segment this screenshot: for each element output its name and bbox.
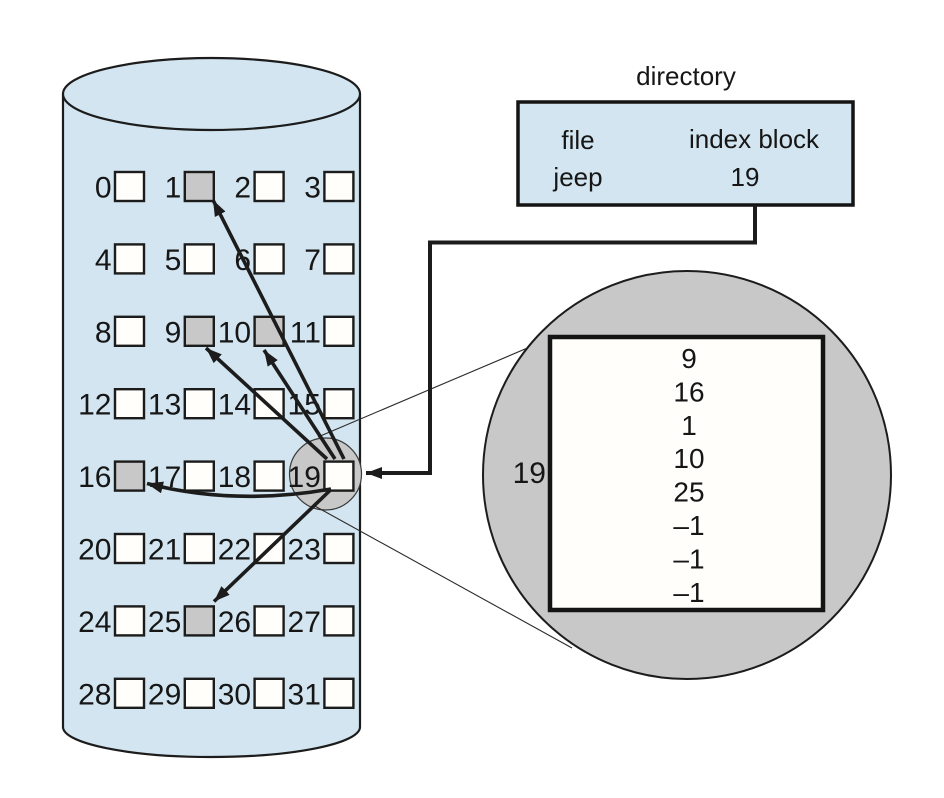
index-entry-0: 9 — [681, 343, 697, 374]
disk-block-7 — [323, 243, 355, 275]
pointer-arrows — [146, 199, 346, 603]
disk-block-number-11: 11 — [290, 316, 321, 349]
disk-block-5 — [183, 243, 216, 275]
disk-block-8 — [113, 315, 146, 347]
magnifier-tangent-line-top — [317, 337, 552, 438]
arrow-19-to-25 — [212, 488, 333, 603]
disk-block-3 — [323, 170, 355, 203]
disk-block-number-21: 21 — [148, 534, 181, 567]
disk-block-number-14: 14 — [218, 389, 251, 422]
cylinder-top — [61, 56, 362, 132]
disk-block-18 — [253, 460, 285, 492]
index-entry-6: –1 — [673, 543, 704, 574]
disk-block-number-29: 29 — [148, 678, 181, 711]
disk-block-20 — [113, 532, 146, 565]
index-block-square — [547, 334, 826, 613]
disk-block-number-5: 5 — [165, 244, 182, 277]
directory-to-block19-connector — [366, 205, 757, 479]
disk-block-11 — [323, 315, 355, 347]
disk-block-number-2: 2 — [234, 172, 251, 205]
disk-block-9 — [183, 315, 216, 347]
disk-block-number-9: 9 — [165, 316, 182, 349]
directory-file-name: jeep — [552, 162, 602, 192]
directory-col-index-block: index block — [689, 124, 820, 154]
magnifier-tangent-line-bottom — [312, 504, 573, 649]
disk-block-number-19: 19 — [288, 461, 321, 494]
disk-block-25 — [183, 605, 216, 637]
disk-block-23 — [323, 532, 355, 565]
index-entry-5: –1 — [673, 510, 704, 541]
disk-block-17 — [183, 460, 216, 492]
disk-block-number-28: 28 — [78, 678, 111, 711]
disk-block-number-24: 24 — [78, 606, 111, 639]
index-entry-1: 16 — [673, 376, 704, 407]
index-entry-7: –1 — [673, 577, 704, 608]
disk-block-15 — [323, 388, 355, 420]
disk-block-2 — [253, 170, 285, 203]
disk-block-number-31: 31 — [288, 678, 321, 711]
arrow-19-to-9 — [204, 346, 329, 461]
arrow-19-to-1 — [211, 199, 346, 460]
disk-block-24 — [113, 605, 146, 637]
arrow-19-to-10 — [262, 349, 337, 460]
disk-block-number-22: 22 — [218, 534, 251, 567]
disk-block-30 — [253, 677, 285, 709]
disk-block-number-20: 20 — [78, 534, 111, 567]
disk-block-13 — [183, 388, 216, 420]
disk-block-number-7: 7 — [304, 244, 321, 277]
disk-block-number-4: 4 — [95, 244, 112, 277]
index-entry-3: 10 — [673, 443, 704, 474]
disk-block-number-13: 13 — [148, 389, 181, 422]
disk-block-number-16: 16 — [78, 461, 111, 494]
index-entry-4: 25 — [673, 477, 704, 508]
directory-index-block-value: 19 — [731, 162, 760, 192]
disk-block-6 — [253, 243, 285, 275]
disk-block-number-0: 0 — [95, 172, 112, 205]
disk-block-number-3: 3 — [304, 172, 321, 205]
disk-block-0 — [113, 170, 146, 203]
disk-block-number-12: 12 — [78, 389, 111, 422]
disk-block-number-25: 25 — [148, 606, 181, 639]
disk-block-number-10: 10 — [218, 316, 251, 349]
directory-title: directory — [636, 61, 736, 91]
disk-block-19 — [323, 460, 355, 492]
arrow-19-to-16 — [146, 481, 332, 499]
index-entry-2: 1 — [681, 410, 697, 441]
disk-block-31 — [323, 677, 355, 709]
disk-block-number-30: 30 — [218, 678, 251, 711]
disk-block-26 — [253, 605, 285, 637]
directory-table: directory file index block jeep 19 — [516, 61, 855, 207]
magnified-block-number: 19 — [513, 457, 546, 490]
disk-block-12 — [113, 388, 146, 420]
disk-block-number-23: 23 — [288, 534, 321, 567]
disk-block-number-26: 26 — [218, 606, 251, 639]
disk-block-27 — [323, 605, 355, 637]
disk-block-29 — [183, 677, 216, 709]
directory-box — [516, 100, 855, 207]
disk-block-number-1: 1 — [165, 172, 182, 205]
disk-block-number-8: 8 — [95, 316, 112, 349]
disk-block-28 — [113, 677, 146, 709]
disk-block-1 — [183, 170, 216, 203]
disk-block-number-27: 27 — [288, 606, 321, 639]
disk-block-4 — [113, 243, 146, 275]
disk-block-number-18: 18 — [218, 461, 251, 494]
disk-block-16 — [113, 460, 146, 492]
directory-col-file: file — [561, 125, 594, 155]
disk-block-21 — [183, 532, 216, 565]
